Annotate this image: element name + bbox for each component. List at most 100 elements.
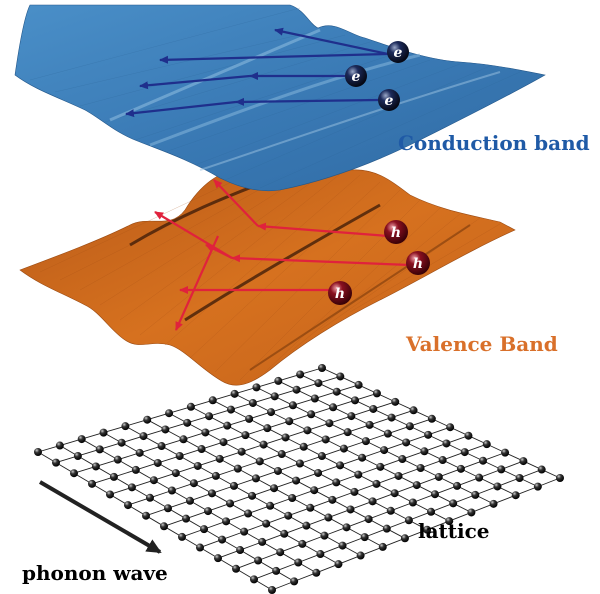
lattice-atom bbox=[409, 406, 418, 415]
lattice-atom bbox=[248, 398, 257, 407]
lattice-atom bbox=[124, 501, 132, 510]
lattice-atom bbox=[318, 364, 326, 372]
lattice-atom bbox=[339, 444, 348, 453]
lattice-atom bbox=[334, 560, 343, 569]
lattice-atom bbox=[272, 566, 281, 575]
hole-arrow bbox=[231, 254, 411, 267]
lattice-atom bbox=[99, 428, 108, 437]
lattice-atom bbox=[139, 432, 148, 441]
lattice-atom bbox=[153, 458, 162, 467]
lattice-atom bbox=[493, 482, 502, 491]
hole-arrow bbox=[257, 222, 389, 238]
red-sphere-icon bbox=[384, 220, 408, 244]
lattice-atom bbox=[167, 486, 176, 495]
lattice-atom bbox=[475, 473, 484, 482]
lattice-atom bbox=[438, 456, 447, 465]
lattice-atom bbox=[386, 506, 395, 515]
lattice-atom bbox=[232, 564, 240, 573]
lattice-atom bbox=[434, 472, 443, 481]
phonon-wave-label: phonon wave bbox=[22, 561, 168, 585]
lattice-atom bbox=[281, 433, 290, 442]
lattice-atom bbox=[223, 421, 232, 430]
lattice-atom bbox=[273, 466, 282, 475]
lattice-atom bbox=[266, 501, 275, 510]
lattice-atom bbox=[77, 435, 86, 444]
lattice-atom bbox=[193, 461, 202, 470]
lattice-atom bbox=[288, 493, 297, 502]
lattice-atom bbox=[117, 438, 126, 447]
lattice-atom bbox=[347, 412, 356, 421]
lattice-atom bbox=[185, 496, 194, 505]
lattice-atom bbox=[171, 469, 180, 478]
lattice-atom bbox=[280, 529, 289, 538]
lattice-atom bbox=[70, 469, 78, 478]
lattice-atom bbox=[299, 442, 308, 451]
lattice-atom bbox=[489, 499, 498, 508]
lattice-atom bbox=[91, 462, 100, 471]
lattice-atom bbox=[127, 483, 136, 492]
conduction-band-label: Conduction band bbox=[398, 131, 590, 155]
lattice-atom bbox=[165, 409, 174, 418]
lattice-atom bbox=[445, 517, 454, 526]
lattice-atom bbox=[404, 516, 413, 525]
lattice-atom bbox=[449, 499, 458, 508]
dark-sphere-icon bbox=[345, 65, 367, 87]
lattice-atom bbox=[284, 511, 293, 520]
lattice-atom bbox=[204, 507, 213, 516]
hole: h bbox=[406, 251, 430, 275]
hole-symbol: h bbox=[335, 286, 345, 302]
valence-band-label: Valence Band bbox=[405, 332, 558, 356]
lattice-atom bbox=[149, 476, 158, 485]
lattice-atom bbox=[310, 486, 319, 495]
lattice-atom bbox=[336, 461, 345, 470]
lattice-atom bbox=[183, 418, 192, 427]
lattice-atom bbox=[270, 484, 279, 493]
lattice-atom bbox=[361, 437, 370, 446]
lattice-atom bbox=[200, 525, 209, 534]
lattice-atom bbox=[478, 456, 487, 465]
electron: e bbox=[345, 65, 367, 87]
lattice-atom bbox=[420, 447, 429, 456]
lattice-atom bbox=[106, 490, 114, 499]
lattice-atom bbox=[346, 505, 355, 514]
lattice-atom bbox=[482, 440, 491, 449]
lattice-atom bbox=[310, 394, 319, 403]
hole-arrows bbox=[154, 179, 411, 331]
lattice-atom bbox=[179, 435, 188, 444]
lattice-atom bbox=[387, 413, 396, 422]
lattice-atom bbox=[412, 481, 421, 490]
lattice-atom bbox=[365, 420, 374, 429]
lattice-atom bbox=[303, 426, 312, 435]
lattice-atom bbox=[197, 445, 206, 454]
lattice-atom bbox=[382, 524, 391, 533]
lattice-atom bbox=[288, 401, 297, 410]
lattice-atom bbox=[237, 447, 246, 456]
hole-symbol: h bbox=[413, 256, 423, 272]
lattice-atom bbox=[427, 507, 436, 516]
lattice-atom bbox=[244, 509, 253, 518]
lattice-atom bbox=[52, 458, 60, 467]
lattice-atom bbox=[109, 472, 118, 481]
lattice-atom bbox=[292, 476, 301, 485]
lattice-atom bbox=[317, 452, 326, 461]
lattice-atom bbox=[276, 548, 285, 557]
red-sphere-icon bbox=[406, 251, 430, 275]
lattice-atom bbox=[236, 546, 245, 555]
lattice-atom bbox=[218, 535, 227, 544]
hole-arrow bbox=[213, 179, 259, 227]
lattice-atom bbox=[121, 422, 130, 431]
lattice-atom bbox=[336, 372, 345, 381]
lattice-atom bbox=[233, 464, 242, 473]
lattice-atom bbox=[307, 410, 316, 419]
lattice-atom bbox=[316, 550, 325, 559]
lattice-atom bbox=[250, 575, 258, 584]
lattice-atom bbox=[424, 430, 433, 439]
lattice-atom bbox=[460, 448, 469, 457]
lattice-atom bbox=[471, 490, 480, 499]
lattice-atom bbox=[268, 586, 276, 594]
electron-symbol: e bbox=[385, 93, 394, 109]
lattice-atom bbox=[219, 438, 228, 447]
lattice-atom bbox=[343, 428, 352, 437]
lattice-atom bbox=[274, 376, 283, 385]
